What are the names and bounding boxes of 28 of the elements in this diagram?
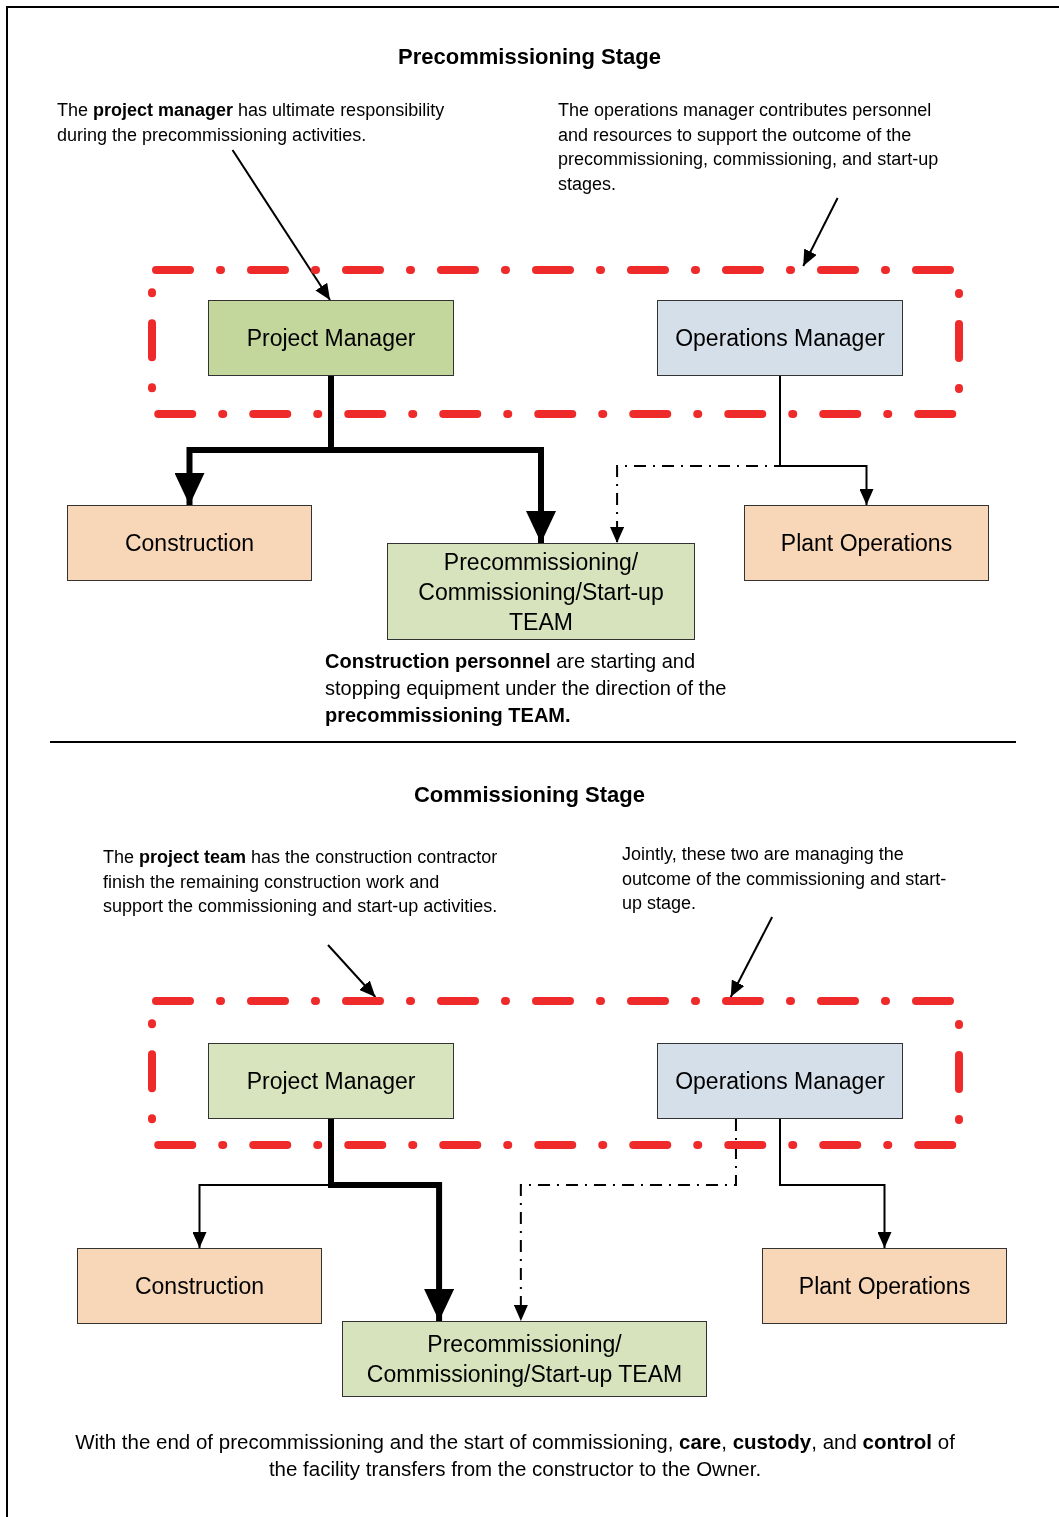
connector-arrow: [779, 1118, 892, 1249]
leader-arrow: [231, 149, 331, 301]
note-text: Construction personnel are starting and stopping equipment under the direction of the precommissioning TEAM.: [325, 649, 728, 728]
org-box: Plant Operations: [762, 1248, 1007, 1324]
annotation-text: The project manager has ultimate responsibility during the precommissioning activities.: [57, 98, 482, 150]
org-box: Operations Manager: [657, 300, 903, 376]
leader-arrow: [327, 944, 377, 998]
org-box: Precommissioning/ Commissioning/Start-up TEAM: [342, 1321, 707, 1397]
connector-arrow: [779, 375, 874, 506]
stage-heading: Commissioning Stage: [412, 781, 646, 809]
dash-dot-boundary: [148, 997, 963, 1149]
annotation-text: The project team has the construction contractor finish the remaining construction work and support the commissioning and start-up activities.: [103, 845, 503, 945]
annotation-text: Jointly, these two are managing the outcome of the commissioning and start-up stage.: [622, 842, 952, 917]
annotation-text: The operations manager contributes personnel and resources to support the outcome of the precommissioning, commissioning, and start-up stages.: [558, 98, 958, 198]
org-box: Project Manager: [208, 300, 454, 376]
leader-arrow: [729, 916, 774, 998]
org-box: Precommissioning/ Commissioning/Start-up TEAM: [387, 543, 695, 640]
leader-arrow: [802, 197, 839, 267]
note-text: With the end of precommissioning and the start of commissioning, care, custody, and control of the facility transfers from the constructor to the Owner.: [75, 1429, 955, 1483]
connector-arrow: [328, 1119, 455, 1321]
org-box: Project Manager: [208, 1043, 454, 1119]
dash-dot-boundary: [148, 266, 963, 418]
org-box: Operations Manager: [657, 1043, 903, 1119]
org-box: Construction: [77, 1248, 322, 1324]
stage-heading: Precommissioning Stage: [397, 43, 662, 71]
org-box: Construction: [67, 505, 312, 581]
org-box: Plant Operations: [744, 505, 989, 581]
connector-arrow: [513, 1118, 737, 1322]
